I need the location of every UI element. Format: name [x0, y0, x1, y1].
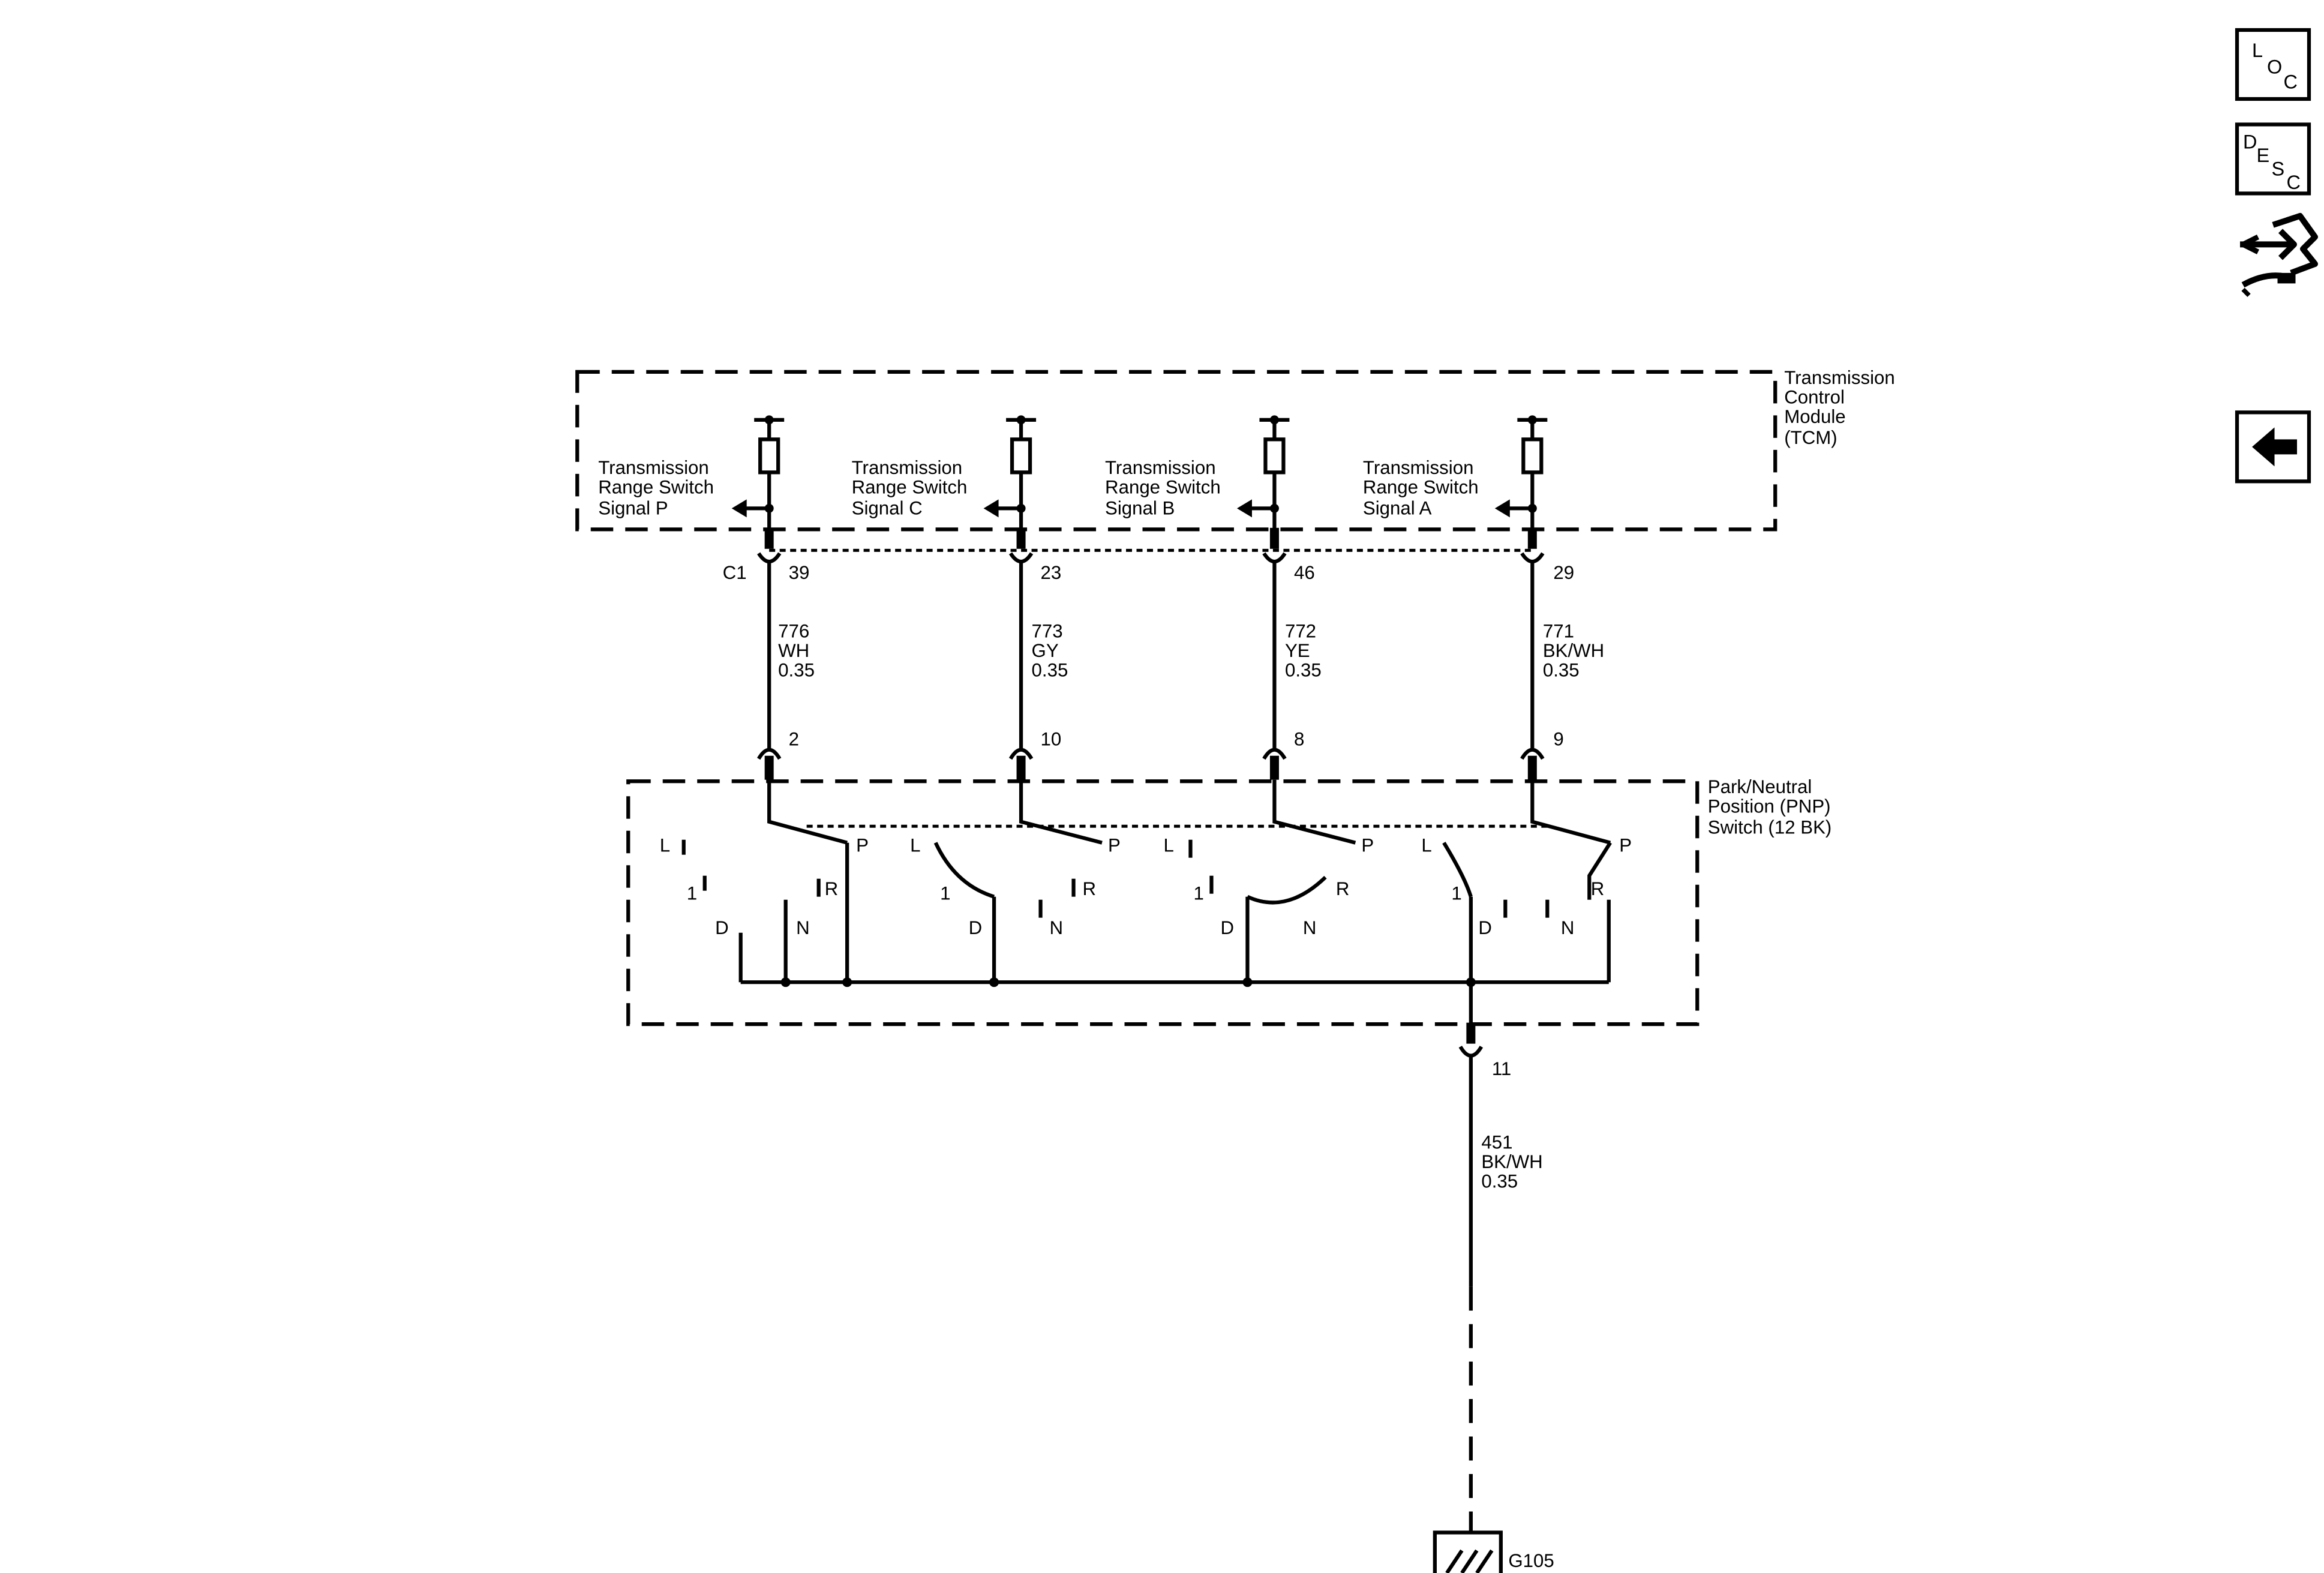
signal-p-switch-pin: 2	[789, 728, 799, 749]
signal-c-tcm-pin: 23	[1041, 562, 1062, 583]
s3-pos-d: D	[1220, 917, 1234, 938]
circuit-signal-p: Transmission Range Switch Signal P 39 77…	[598, 415, 815, 780]
signal-a-label-2: Range Switch	[1363, 476, 1479, 497]
loc-letter-o: O	[2267, 56, 2282, 77]
signal-p-wire-color: WH	[778, 640, 809, 661]
s1-pos-p: P	[856, 835, 869, 856]
signal-b-tcm-pin: 46	[1294, 562, 1315, 583]
s4-pos-r: R	[1591, 878, 1605, 899]
signal-b-switch-pin: 8	[1294, 728, 1304, 749]
s2-pos-l: L	[910, 835, 920, 856]
ground-symbol-icon	[1433, 1530, 1503, 1573]
s3-pos-r: R	[1336, 878, 1350, 899]
signal-b-label-1: Transmission	[1105, 457, 1216, 478]
s3-pos-1: 1	[1193, 883, 1203, 904]
signal-c-wire-size: 0.35	[1032, 659, 1068, 680]
signal-a-tcm-pin: 29	[1553, 562, 1574, 583]
s2-pos-n: N	[1050, 917, 1064, 938]
s4-pos-d: D	[1478, 917, 1492, 938]
signal-b-wire-size: 0.35	[1285, 659, 1322, 680]
pnp-switch: Park/Neutral Position (PNP) Switch (12 B…	[626, 776, 1832, 1058]
signal-a-label-3: Signal A	[1363, 497, 1432, 518]
s1-pos-d: D	[715, 917, 729, 938]
s1-pos-l: L	[660, 835, 670, 856]
ground-wire-color: BK/WH	[1481, 1151, 1542, 1172]
signal-a-wire-color: BK/WH	[1543, 640, 1604, 661]
circuit-signal-b: Transmission Range Switch Signal B 46 77…	[1105, 415, 1322, 780]
signal-b-label-3: Signal B	[1105, 497, 1175, 518]
s3-pos-l: L	[1163, 835, 1173, 856]
tcm-title-line-1: Transmission	[1784, 367, 1895, 388]
signal-p-label-3: Signal P	[598, 497, 668, 518]
ground-wire-number: 451	[1481, 1132, 1512, 1153]
circuit-signal-c: Transmission Range Switch Signal C 23 77…	[852, 415, 1068, 780]
s1-pos-r: R	[825, 878, 839, 899]
desc-letter-c: C	[2287, 172, 2301, 193]
signal-a-switch-pin: 9	[1553, 728, 1563, 749]
desc-button[interactable]: D E S C	[2235, 122, 2311, 196]
ground-id-label: G105	[1508, 1550, 1554, 1571]
s1-pos-1: 1	[687, 883, 697, 904]
ground-circuit: 11 451 BK/WH 0.35 G105	[1433, 1054, 1554, 1573]
signal-a-label-1: Transmission	[1363, 457, 1474, 478]
ground-switch-pin: 11	[1492, 1058, 1511, 1079]
s4-pos-l: L	[1421, 835, 1431, 856]
signal-p-label-2: Range Switch	[598, 476, 714, 497]
signal-c-wire-color: GY	[1032, 640, 1059, 661]
signal-a-wire-size: 0.35	[1543, 659, 1580, 680]
s4-pos-p: P	[1619, 835, 1632, 856]
s2-pos-1: 1	[940, 883, 950, 904]
pnp-title-line-2: Position (PNP)	[1708, 796, 1831, 817]
pnp-title-line-1: Park/Neutral	[1708, 776, 1812, 797]
desc-letter-e: E	[2257, 145, 2270, 166]
pnp-title-line-3: Switch (12 BK)	[1708, 817, 1832, 838]
circuit-signal-a: Transmission Range Switch Signal A 29 77…	[1363, 415, 1604, 780]
signal-c-switch-pin: 10	[1041, 728, 1062, 749]
signal-c-label-2: Range Switch	[852, 476, 968, 497]
s2-pos-r: R	[1083, 878, 1097, 899]
loc-button[interactable]: L O C	[2235, 28, 2311, 101]
s4-pos-n: N	[1561, 917, 1575, 938]
s1-pos-n: N	[796, 917, 810, 938]
signal-c-label-3: Signal C	[852, 497, 923, 518]
signal-b-wire-number: 772	[1285, 620, 1316, 641]
tcm-module: Transmission Control Module (TCM)	[575, 367, 1895, 532]
s3-pos-n: N	[1303, 917, 1317, 938]
desc-letter-s: S	[2272, 158, 2285, 179]
tcm-title-line-3: Module	[1784, 406, 1845, 427]
tcm-title-line-4: (TCM)	[1784, 427, 1837, 448]
ground-wire-size: 0.35	[1481, 1171, 1518, 1192]
signal-p-tcm-pin: 39	[789, 562, 810, 583]
signal-b-label-2: Range Switch	[1105, 476, 1221, 497]
signal-c-label-1: Transmission	[852, 457, 963, 478]
loc-letter-c: C	[2284, 71, 2298, 92]
connector-end-view-icon[interactable]	[2240, 212, 2319, 298]
connector-c1-label: C1	[723, 562, 747, 583]
s3-pos-p: P	[1361, 835, 1374, 856]
signal-a-wire-number: 771	[1543, 620, 1574, 641]
tcm-title-line-2: Control	[1784, 386, 1845, 407]
left-arrow-icon	[2252, 427, 2298, 467]
signal-p-label-1: Transmission	[598, 457, 709, 478]
back-button[interactable]	[2235, 410, 2311, 484]
signal-p-wire-number: 776	[778, 620, 809, 641]
loc-letter-l: L	[2252, 40, 2263, 61]
s4-pos-1: 1	[1451, 883, 1461, 904]
signal-c-wire-number: 773	[1032, 620, 1063, 641]
s2-pos-d: D	[969, 917, 983, 938]
signal-b-wire-color: YE	[1285, 640, 1310, 661]
s2-pos-p: P	[1108, 835, 1121, 856]
signal-p-wire-size: 0.35	[778, 659, 815, 680]
desc-letter-d: D	[2243, 131, 2257, 152]
